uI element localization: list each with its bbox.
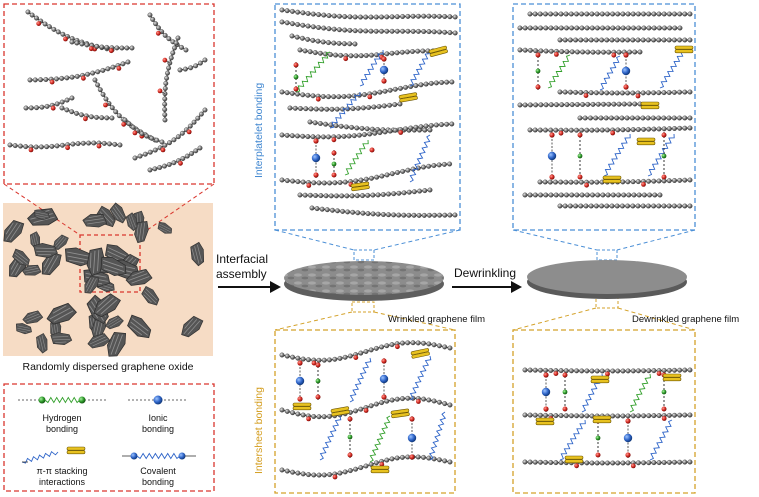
dewrinkling-label: Dewrinkling — [454, 266, 516, 280]
wrinkled-graphene-film — [284, 261, 444, 301]
legend-hydrogen-line2: bonding — [46, 424, 78, 434]
legend-hydrogen-line1: Hydrogen — [42, 413, 81, 423]
dewrinkled-film-label: Dewrinkled graphene film — [632, 314, 739, 325]
legend-pipi-line1: π-π stacking — [37, 466, 88, 476]
legend-symbols — [18, 395, 196, 464]
interplatelet-dewrinkled-structure — [517, 11, 694, 209]
intersheet-dewrinkled-frame — [512, 329, 696, 494]
intersheet-bonding-label: Intersheet bonding — [253, 387, 265, 474]
interplatelet-bonding-label: Interplatelet bonding — [253, 83, 265, 178]
gallery-zoom-frame — [3, 3, 215, 185]
intersheet-wrinkled-structure — [279, 340, 453, 480]
legend-pipi-line2: interactions — [39, 477, 86, 487]
legend-covalent-line1: Covalent — [140, 466, 176, 476]
interplatelet-wrinkled-structure — [279, 7, 458, 218]
interplatelet-wrinkled-frame — [274, 3, 461, 231]
dewrinkling-arrow — [452, 281, 522, 293]
dispersed-sheets-zoom — [7, 9, 208, 173]
legend-ionic-line1: Ionic — [148, 413, 168, 423]
intersheet-wrinkled-frame — [274, 329, 456, 494]
legend-covalent-line2: bonding — [142, 477, 174, 487]
legend-box — [3, 383, 215, 492]
dewrinkled-graphene-film — [527, 260, 687, 299]
dispersed-flakes — [3, 202, 205, 357]
interfacial-assembly-arrow — [218, 281, 281, 293]
wrinkled-film-label: Wrinkled graphene film — [388, 314, 485, 325]
interfacial-label-line1: Interfacial — [216, 252, 268, 266]
dispersed-graphene-oxide-label: Randomly dispersed graphene oxide — [22, 361, 193, 373]
intersheet-dewrinkled-structure — [522, 367, 693, 469]
interfacial-label-line2: assembly — [216, 267, 267, 281]
interplatelet-dewrinkled-frame — [512, 3, 696, 231]
legend-ionic-line2: bonding — [142, 424, 174, 434]
